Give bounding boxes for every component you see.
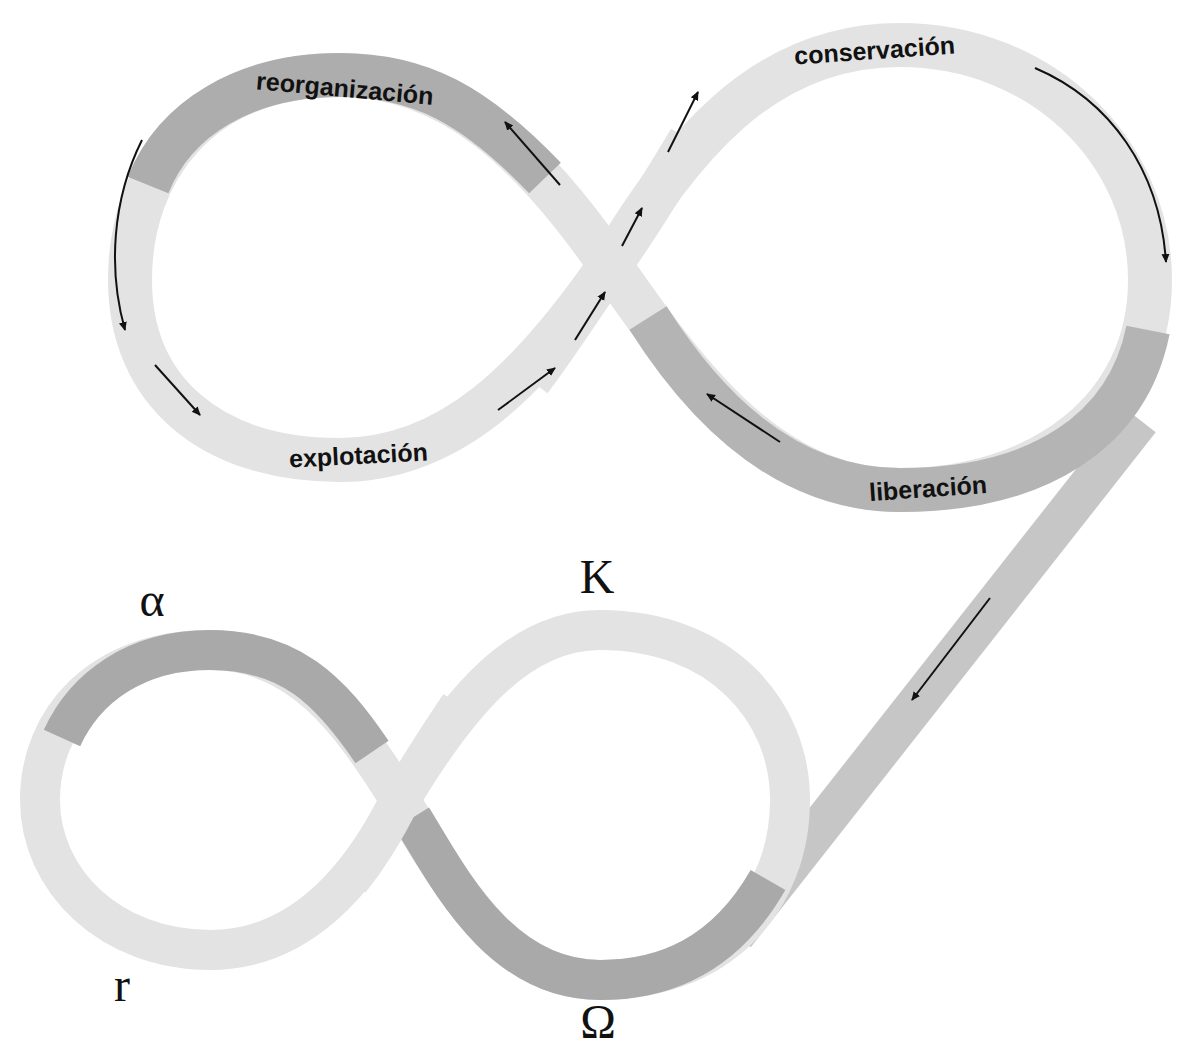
release-shade (648, 318, 1148, 490)
lower-crossing-band (350, 705, 460, 880)
alpha-shade (62, 650, 372, 752)
lower-loop-band (40, 630, 790, 980)
phase-symbol: Ω (580, 998, 616, 1046)
upper-loop-band (130, 45, 1150, 490)
phase-label: explotación (288, 439, 428, 471)
phase-symbol: α (139, 576, 164, 624)
omega-shade (412, 818, 768, 980)
crossing-band (530, 140, 690, 380)
phase-symbol: r (114, 961, 130, 1009)
phase-symbol: K (580, 553, 615, 601)
flow-arrows (115, 68, 1166, 700)
